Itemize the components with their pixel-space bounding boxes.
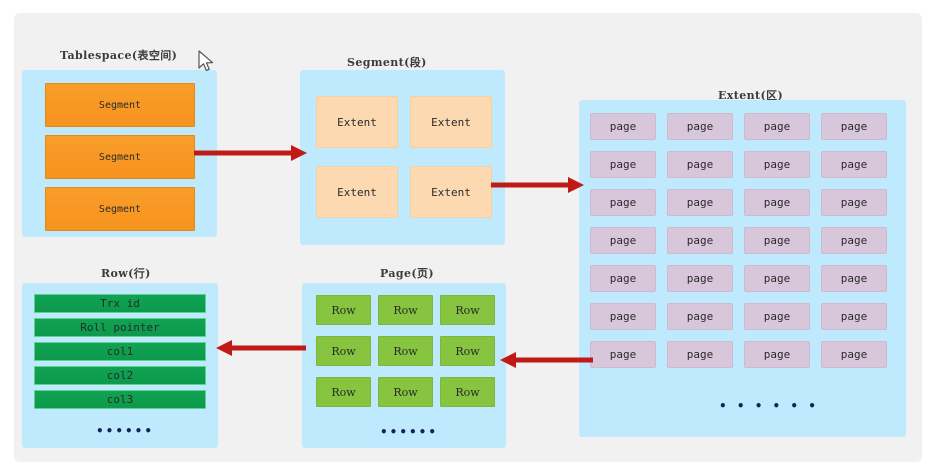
row-block[interactable]: Row [378,295,433,325]
row-block[interactable]: Row [316,377,371,407]
row-column-cell[interactable]: col1 [34,342,206,361]
diagram-canvas: Tablespace(表空间) Segment Segment Segment … [14,13,922,462]
segment-group: Extent Extent Extent Extent [300,70,505,245]
tablespace-title: Tablespace(表空间) [60,49,178,62]
page-block[interactable]: page [821,113,887,140]
tablespace-group: Segment Segment Segment [22,70,217,237]
page-block[interactable]: page [821,227,887,254]
page-block[interactable]: page [667,265,733,292]
page-block[interactable]: page [590,341,656,368]
page-block[interactable]: page [744,227,810,254]
page-block[interactable]: page [590,303,656,330]
extent-block[interactable]: Extent [316,96,398,148]
extent-block[interactable]: Extent [410,96,492,148]
page-block[interactable]: page [744,113,810,140]
page-block[interactable]: page [744,341,810,368]
page-block[interactable]: page [590,113,656,140]
segment-block[interactable]: Segment [45,187,195,231]
page-block[interactable]: page [744,189,810,216]
page-block[interactable]: page [821,303,887,330]
row-block[interactable]: Row [316,295,371,325]
row-title: Row(行) [101,267,151,280]
row-block[interactable]: Row [316,336,371,366]
page-title: Page(页) [380,267,435,280]
extent-block[interactable]: Extent [410,166,492,218]
row-column-cell[interactable]: Trx id [34,294,206,313]
row-ellipsis: •••••• [96,424,155,438]
page-block[interactable]: page [821,189,887,216]
page-block[interactable]: page [667,227,733,254]
page-block[interactable]: page [667,303,733,330]
page-block[interactable]: page [667,151,733,178]
segment-block[interactable]: Segment [45,135,195,179]
page-block[interactable]: page [744,151,810,178]
page-block[interactable]: page [590,189,656,216]
extent-group: page page page page page page page page page page… [579,100,906,437]
page-block[interactable]: page [821,151,887,178]
page-block[interactable]: page [667,189,733,216]
extent-title: Extent(区) [718,89,784,102]
segment-title: Segment(段) [347,56,427,69]
arrow-extent-to-page [500,352,593,368]
row-column-cell[interactable]: col3 [34,390,206,409]
arrow-tablespace-to-segment [194,145,307,161]
row-column-cell[interactable]: col2 [34,366,206,385]
page-block[interactable]: page [821,341,887,368]
row-block[interactable]: Row [440,295,495,325]
arrow-segment-to-extent [491,177,584,193]
page-block[interactable]: page [667,341,733,368]
extent-block[interactable]: Extent [316,166,398,218]
page-block[interactable]: page [821,265,887,292]
page-block[interactable]: page [590,265,656,292]
row-group: Trx id Roll pointer col1 col2 col3 •••••• [22,283,218,448]
page-block[interactable]: page [744,265,810,292]
row-block[interactable]: Row [378,377,433,407]
page-block[interactable]: page [667,113,733,140]
row-column-cell[interactable]: Roll pointer [34,318,206,337]
row-block[interactable]: Row [440,336,495,366]
page-ellipsis: •••••• [380,425,439,439]
page-block[interactable]: page [744,303,810,330]
extent-ellipsis: • • • • • • [719,399,819,413]
arrow-page-to-row [216,340,306,356]
row-block[interactable]: Row [440,377,495,407]
page-block[interactable]: page [590,227,656,254]
page-block[interactable]: page [590,151,656,178]
segment-block[interactable]: Segment [45,83,195,127]
row-block[interactable]: Row [378,336,433,366]
